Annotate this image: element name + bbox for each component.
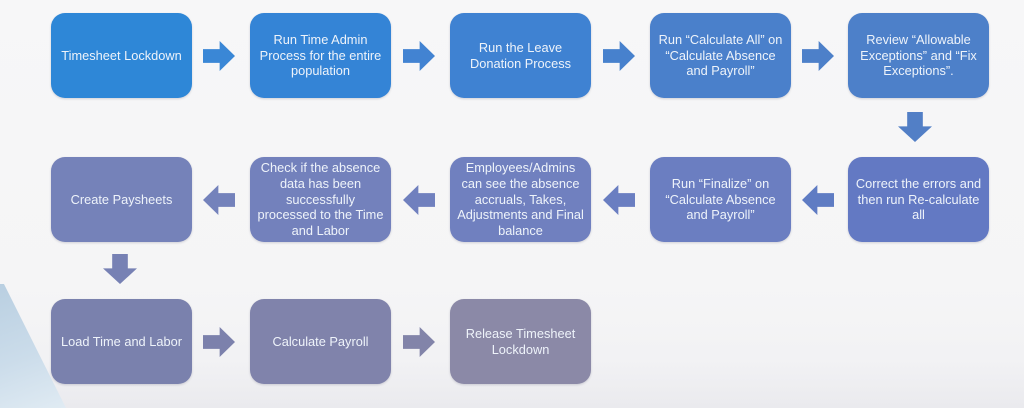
node-run-time-admin: Run Time Admin Process for the entire po… <box>250 13 391 98</box>
node-calculate-payroll: Calculate Payroll <box>250 299 391 384</box>
arrow-down-icon <box>103 254 137 284</box>
arrow-left-icon <box>203 185 235 215</box>
node-review-exceptions: Review “Allowable Exceptions” and “Fix E… <box>848 13 989 98</box>
node-timesheet-lockdown: Timesheet Lockdown <box>51 13 192 98</box>
node-leave-donation: Run the Leave Donation Process <box>450 13 591 98</box>
arrow-right-icon <box>203 327 235 357</box>
arrow-right-icon <box>403 41 435 71</box>
arrow-right-icon <box>802 41 834 71</box>
arrow-right-icon <box>403 327 435 357</box>
arrow-right-icon <box>603 41 635 71</box>
node-correct-errors: Correct the errors and then run Re-calcu… <box>848 157 989 242</box>
node-run-finalize: Run “Finalize” on “Calculate Absence and… <box>650 157 791 242</box>
arrow-left-icon <box>603 185 635 215</box>
node-release-lockdown: Release Timesheet Lockdown <box>450 299 591 384</box>
arrow-left-icon <box>802 185 834 215</box>
arrow-down-icon <box>898 112 932 142</box>
arrow-left-icon <box>403 185 435 215</box>
node-create-paysheets: Create Paysheets <box>51 157 192 242</box>
node-employees-view: Employees/Admins can see the absence acc… <box>450 157 591 242</box>
arrow-right-icon <box>203 41 235 71</box>
node-calculate-all: Run “Calculate All” on “Calculate Absenc… <box>650 13 791 98</box>
node-load-time-labor: Load Time and Labor <box>51 299 192 384</box>
node-check-absence-data: Check if the absence data has been succe… <box>250 157 391 242</box>
